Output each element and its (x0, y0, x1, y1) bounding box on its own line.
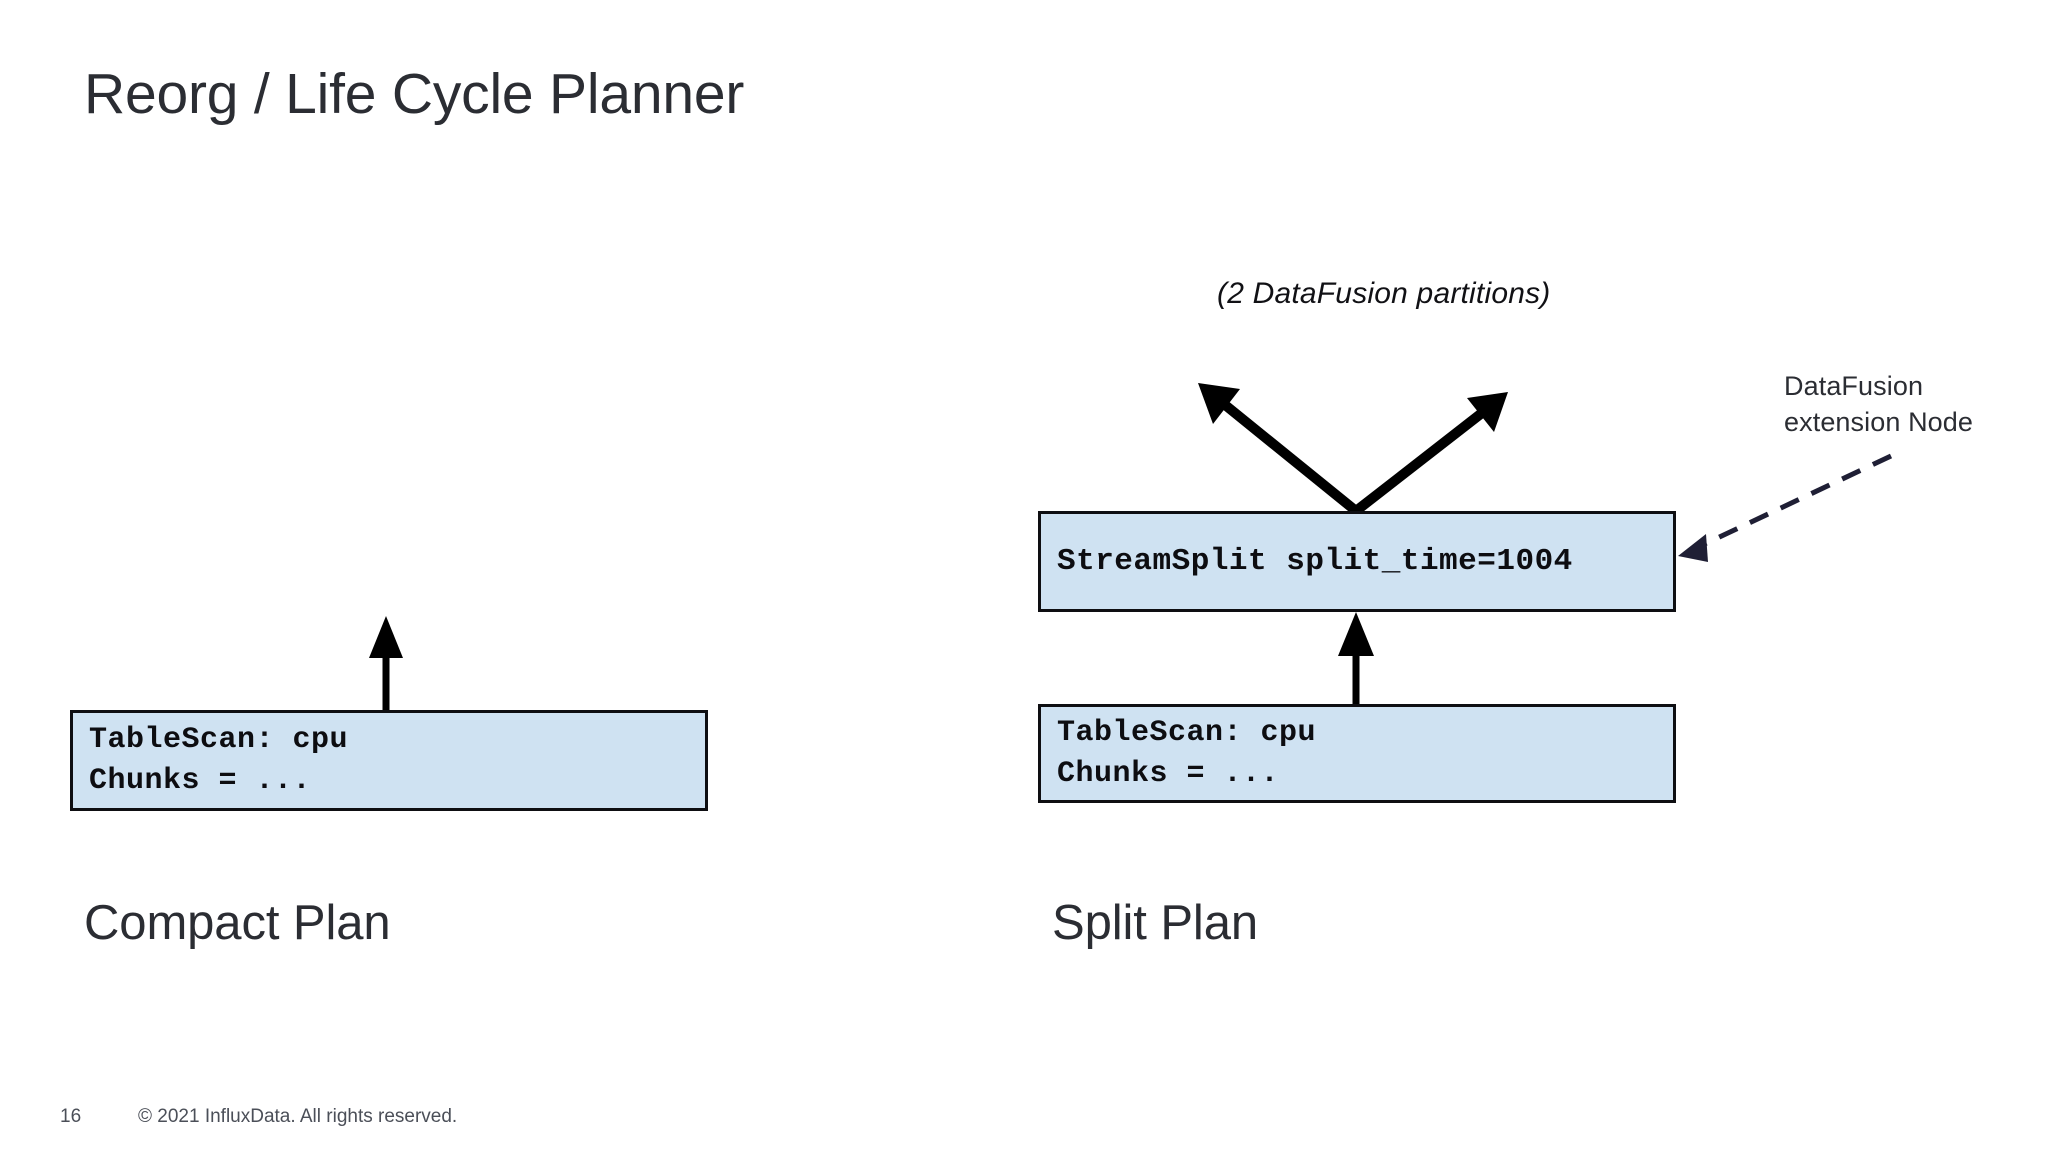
extension-node-annotation: DataFusion extension Node (1784, 371, 1974, 437)
node-line-2: Chunks = ... (89, 763, 312, 798)
node-box-split-streamsplit[interactable]: StreamSplit split_time=1004 (1038, 511, 1676, 612)
node-line-1: StreamSplit split_time=1004 (1057, 544, 1573, 579)
node-line-2: Chunks = ... (1057, 756, 1280, 791)
split-plan-output-arrow-right (1352, 392, 1508, 515)
extension-node-callout-arrow (1678, 453, 1893, 562)
footer-page-number: 16 (60, 1106, 82, 1127)
partitions-annotation: (2 DataFusion partitions) (1217, 277, 1551, 310)
plan-caption-split: Split Plan (1052, 896, 1259, 950)
node-line-1: TableScan: cpu (1057, 715, 1317, 750)
split-plan-output-arrow-left (1198, 383, 1360, 515)
footer-copyright: © 2021 InfluxData. All rights reserved. (138, 1106, 458, 1127)
split-plan-inner-arrow (1338, 612, 1374, 704)
node-line-1: TableScan: cpu (89, 722, 349, 757)
compact-plan-output-arrow (369, 616, 403, 710)
node-box-compact-tablescan[interactable]: TableScan: cpu Chunks = ... (70, 710, 708, 811)
page-title: Reorg / Life Cycle Planner (84, 62, 745, 126)
plan-caption-compact: Compact Plan (84, 896, 391, 950)
node-box-split-tablescan[interactable]: TableScan: cpu Chunks = ... (1038, 704, 1676, 803)
